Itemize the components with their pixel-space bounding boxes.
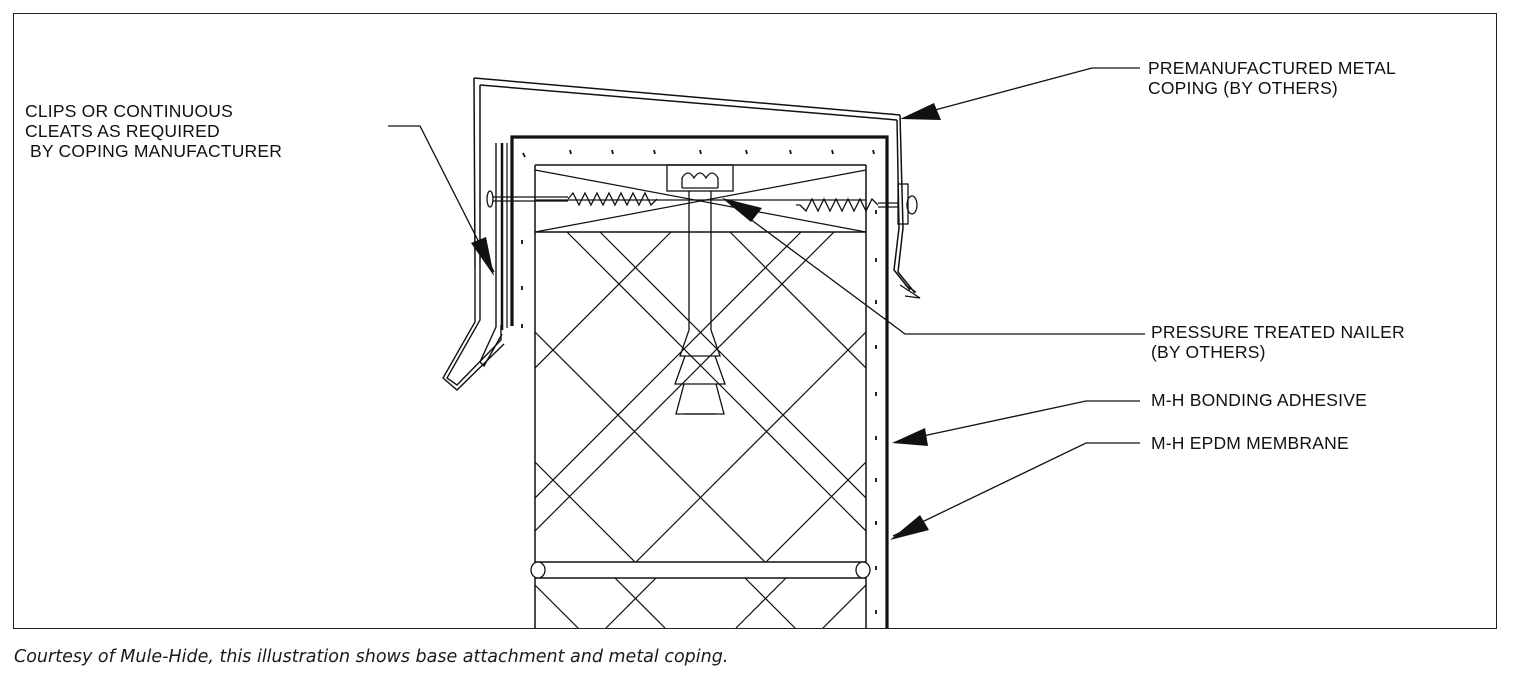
nailer-label-line-1: PRESSURE TREATED NAILER: [1151, 322, 1405, 342]
membrane-label: M-H EPDM MEMBRANE: [1151, 433, 1349, 453]
diagram-frame: [13, 13, 1497, 629]
leader-arrowheads: [471, 103, 941, 540]
right-screw: [796, 183, 918, 225]
clips-label-line-2: CLEATS AS REQUIRED: [25, 121, 220, 141]
lower-blocking-hatch: [535, 578, 866, 628]
right-cleat: [899, 284, 921, 299]
epdm-membrane: [510, 135, 889, 628]
anchor-fastener: [666, 164, 734, 415]
nailer-label: PRESSURE TREATED NAILER(BY OTHERS): [1151, 322, 1405, 362]
coping-label-line-2: COPING (BY OTHERS): [1148, 78, 1338, 98]
parapet-wall: [534, 164, 867, 628]
adhesive-label: M-H BONDING ADHESIVE: [1151, 390, 1367, 410]
wood-blocking-hatch: [535, 232, 866, 562]
left-screw: [486, 190, 658, 208]
metal-coping: [473, 77, 916, 294]
clips-label-line-3: BY COPING MANUFACTURER: [25, 141, 283, 161]
nailer-label-line-2: (BY OTHERS): [1151, 342, 1266, 362]
coping-label-line-1: PREMANUFACTURED METAL: [1148, 58, 1396, 78]
clips-label-line-1: CLIPS OR CONTINUOUS: [25, 101, 233, 121]
figure-caption: Courtesy of Mule-Hide, this illustration…: [14, 647, 729, 667]
bonding-adhesive-ticks: [521, 149, 877, 614]
left-cleat: [442, 143, 508, 391]
seam-rounds: [530, 561, 871, 579]
leader-lines: [388, 67, 1145, 537]
pressure-treated-nailer: [534, 169, 867, 233]
